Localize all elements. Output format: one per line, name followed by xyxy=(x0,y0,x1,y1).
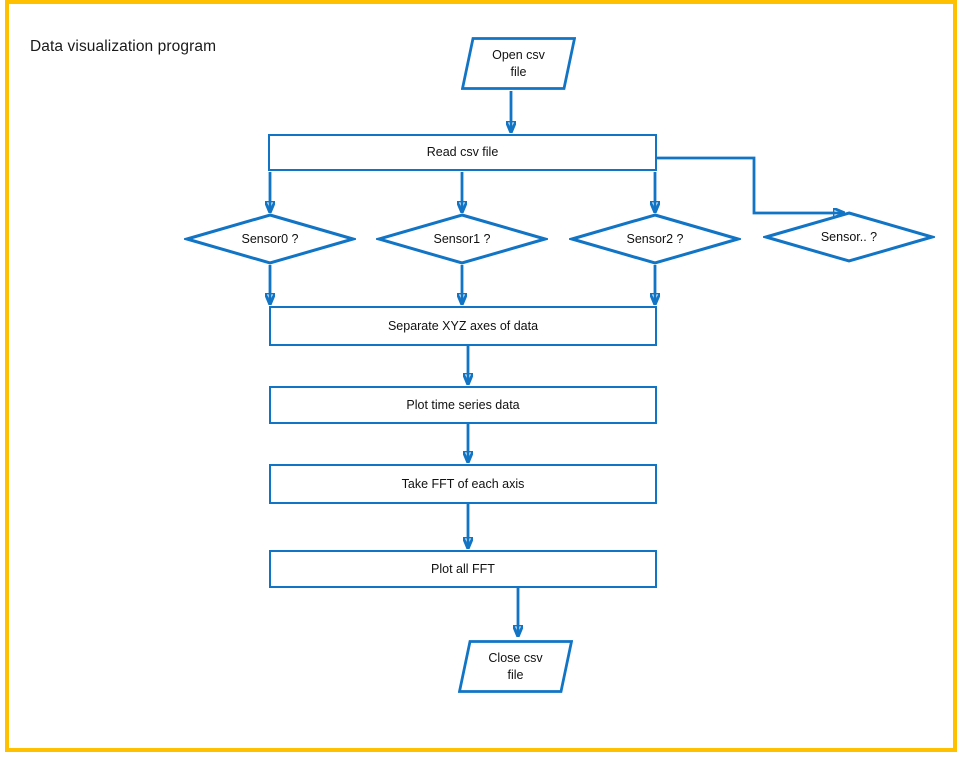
parallelogram-shape xyxy=(458,640,573,693)
connector-read-to-sensor-more xyxy=(657,156,843,213)
node-read-csv-file: Read csv file xyxy=(268,134,657,171)
node-sensor-more-decision: Sensor.. ? xyxy=(763,211,935,263)
diamond-shape xyxy=(763,211,935,263)
node-close-csv-file: Close csv file xyxy=(458,640,573,693)
node-sensor1-label: Sensor1 ? xyxy=(433,231,491,246)
node-sensor2-label: Sensor2 ? xyxy=(626,231,684,246)
node-plot-all-fft-label: Plot all FFT xyxy=(431,561,495,576)
node-plot-all-fft: Plot all FFT xyxy=(269,550,657,588)
node-read-csv-file-label: Read csv file xyxy=(426,145,499,160)
diamond-shape xyxy=(376,213,548,265)
node-separate-xyz-axes: Separate XYZ axes of data xyxy=(269,306,657,346)
node-sensor2-decision: Sensor2 ? xyxy=(569,213,741,265)
node-sensor0-decision: Sensor0 ? xyxy=(184,213,356,265)
node-sensor-more-label: Sensor.. ? xyxy=(820,229,878,244)
node-plot-time-series: Plot time series data xyxy=(269,386,657,424)
node-open-csv-file: Open csv file xyxy=(461,37,576,90)
node-plot-time-series-label: Plot time series data xyxy=(406,397,520,412)
node-sensor1-decision: Sensor1 ? xyxy=(376,213,548,265)
diamond-shape xyxy=(184,213,356,265)
node-take-fft-label: Take FFT of each axis xyxy=(401,476,525,491)
node-close-csv-file-label: Close csv file xyxy=(488,651,543,682)
node-open-csv-file-label: Open csv file xyxy=(492,48,545,79)
node-sensor0-label: Sensor0 ? xyxy=(241,231,299,246)
parallelogram-shape xyxy=(461,37,576,90)
node-separate-xyz-axes-label: Separate XYZ axes of data xyxy=(387,318,539,333)
diamond-shape xyxy=(569,213,741,265)
diagram-title: Data visualization program xyxy=(30,38,217,55)
node-take-fft: Take FFT of each axis xyxy=(269,464,657,504)
